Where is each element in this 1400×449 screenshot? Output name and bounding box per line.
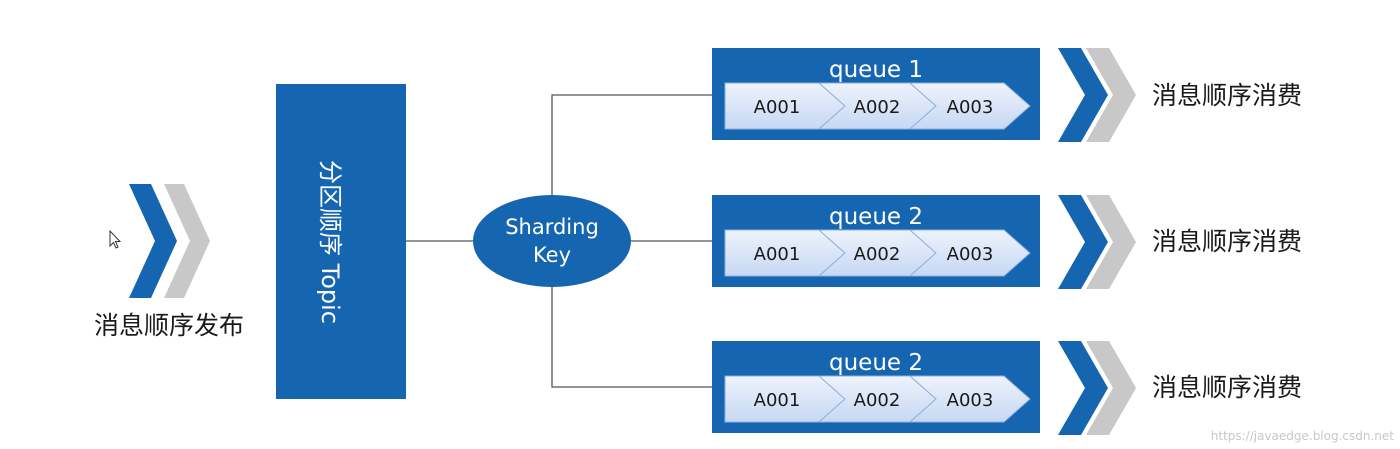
queue-block-2: queue 2 A001 A002 A003 消息顺序消费 [712,195,1302,289]
topic-label: 分区顺序 Topic [316,160,344,324]
queue-item-label: A002 [854,390,901,411]
queue-title: queue 1 [829,57,923,83]
queue-item-label: A002 [854,244,901,265]
mouse-cursor-icon [109,229,122,249]
connector-lines [406,94,712,388]
sharding-key-label-line1: Sharding [505,215,599,239]
queue-block-1: queue 1 A001 A002 A003 消息顺序消费 [712,48,1302,142]
watermark: https://javaedge.blog.csdn.net [1211,429,1395,443]
consumer-label: 消息顺序消费 [1152,227,1302,256]
topic-box [276,84,406,399]
queue-item-label: A003 [947,244,994,265]
queue-item-label: A001 [754,244,801,265]
consumer-label: 消息顺序消费 [1152,81,1302,110]
publisher-label: 消息顺序发布 [94,311,244,340]
double-chevron-right-icon [1058,195,1136,289]
sharding-key-label-line2: Key [533,243,571,267]
queue-block-3: queue 2 A001 A002 A003 消息顺序消费 [712,341,1302,435]
queue-item-label: A003 [947,390,994,411]
queue-item-shape [908,229,1031,277]
queue-item-label: A002 [854,97,901,118]
double-chevron-right-icon [1058,341,1136,435]
queue-title: queue 2 [829,350,923,376]
publisher-chevron-icon [129,184,210,298]
queue-item-label: A001 [754,97,801,118]
queue-title: queue 2 [829,204,923,230]
sharding-key-ellipse [473,195,631,287]
queue-item-label: A001 [754,390,801,411]
queue-item-label: A003 [947,97,994,118]
queue-item-shape [908,82,1031,130]
queue-item-shape [908,375,1031,423]
consumer-label: 消息顺序消费 [1152,373,1302,402]
double-chevron-right-icon [1058,48,1136,142]
